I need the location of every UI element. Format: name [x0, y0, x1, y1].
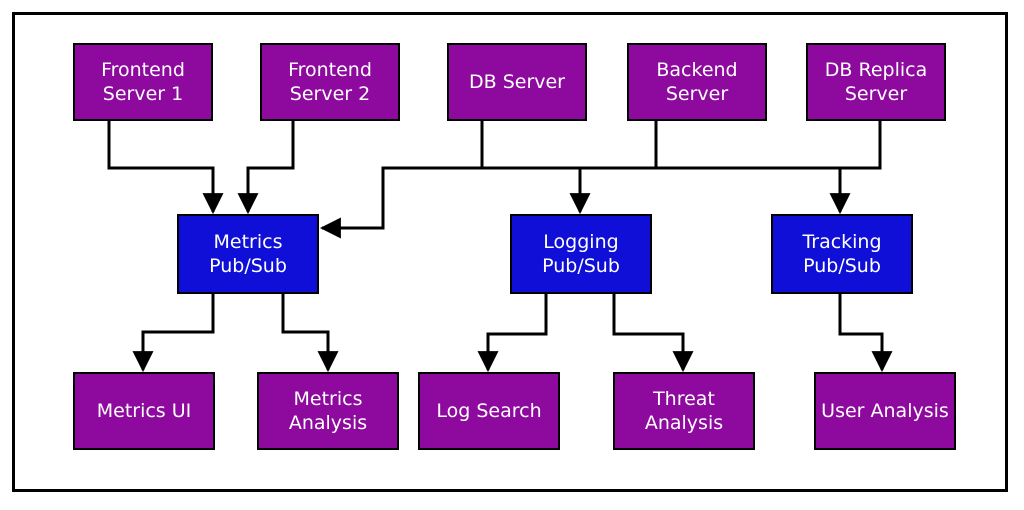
edge-dbreplica-tracking — [580, 120, 882, 170]
edge-logging-logsearch — [477, 294, 548, 373]
edge-frontend1-metrics — [107, 120, 224, 215]
node-metrics-ui: Metrics UI — [73, 372, 215, 450]
node-backend-server: Backend Server — [627, 43, 767, 121]
edge-dbserver-metrics — [319, 120, 484, 239]
edge-metrics-analysis — [281, 294, 339, 373]
node-threat-analysis: Threat Analysis — [613, 372, 755, 450]
node-db-server: DB Server — [447, 43, 587, 121]
edge-frontend2-metrics — [237, 120, 295, 215]
node-frontend-server-1: Frontend Server 1 — [73, 43, 213, 121]
node-log-search: Log Search — [418, 372, 560, 450]
edge-logging-threat — [612, 294, 694, 373]
node-metrics-analysis: Metrics Analysis — [257, 372, 399, 450]
node-frontend-server-2: Frontend Server 2 — [260, 43, 400, 121]
node-user-analysis: User Analysis — [814, 372, 956, 450]
node-db-replica-server: DB Replica Server — [806, 43, 946, 121]
edge-tracking-useranalysis — [838, 294, 893, 373]
node-logging-pubsub: Logging Pub/Sub — [510, 214, 652, 294]
edge-metrics-ui — [132, 294, 215, 373]
edge-dbserver-logging — [482, 166, 591, 215]
node-metrics-pubsub: Metrics Pub/Sub — [177, 214, 319, 294]
node-tracking-pubsub: Tracking Pub/Sub — [771, 214, 913, 294]
